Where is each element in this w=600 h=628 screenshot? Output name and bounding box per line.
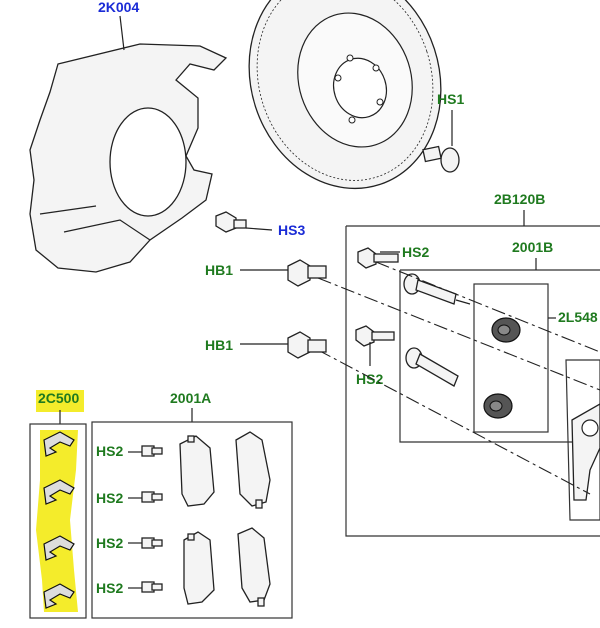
caliper-bolt-lower (355, 325, 395, 347)
label-2001b: 2001B (512, 239, 553, 255)
kit-box-2001b (399, 269, 600, 443)
pad-screw-2 (141, 491, 163, 503)
brake-pad-2 (235, 431, 271, 509)
label-hs2-upper: HS2 (402, 244, 429, 260)
bushing-upper (491, 317, 521, 343)
leader-hs3 (245, 227, 273, 231)
bolt-hb1-lower (287, 331, 327, 359)
leader-2k004 (119, 15, 125, 51)
shield-bolt (215, 211, 247, 233)
disc-retaining-screw (422, 145, 460, 173)
caliper-bolt-upper (357, 247, 399, 269)
pad-screw-3 (141, 537, 163, 549)
label-2k004: 2K004 (98, 0, 139, 15)
label-hb1-lower: HB1 (205, 337, 233, 353)
pad-screw-1 (141, 445, 163, 457)
brake-pad-1 (179, 435, 215, 507)
brake-pad-4 (237, 527, 271, 607)
caliper-bracket (565, 359, 600, 521)
label-2c500-highlight (36, 390, 84, 406)
splash-shield (29, 43, 228, 273)
centerline-upper (317, 277, 600, 391)
bushing-box-2l548 (473, 283, 549, 433)
label-hs2-lower: HS2 (356, 371, 383, 387)
label-2c500-highlight-tail (36, 406, 84, 412)
label-2c500: 2C500 (38, 390, 79, 406)
label-pad-screw-4: HS2 (96, 580, 123, 596)
label-2l548: 2L548 (558, 309, 598, 325)
pad-clip-4 (43, 583, 75, 609)
label-hb1-upper: HB1 (205, 262, 233, 278)
brake-disc (248, 0, 442, 190)
label-pad-screw-1: HS2 (96, 443, 123, 459)
pads-box-2001a (91, 421, 293, 619)
guide-pin-upper (403, 273, 471, 305)
clips-box-2c500 (29, 423, 87, 619)
bushing-lower (483, 393, 513, 419)
label-pad-screw-2: HS2 (96, 490, 123, 506)
pad-screw-4 (141, 581, 163, 593)
kit-box-2b120b (345, 225, 600, 537)
centerline-bolt-upper (375, 261, 600, 353)
brake-pad-3 (183, 531, 215, 605)
clips-highlight (36, 430, 78, 612)
label-2001a: 2001A (170, 390, 211, 406)
pad-clip-3 (43, 535, 75, 561)
pad-clip-2 (43, 479, 75, 505)
pad-clip-1 (43, 431, 75, 457)
label-hs1: HS1 (437, 91, 464, 107)
guide-pin-lower (405, 347, 459, 387)
label-pad-screw-3: HS2 (96, 535, 123, 551)
label-hs3: HS3 (278, 222, 305, 238)
label-2b120b: 2B120B (494, 191, 545, 207)
centerline-lower (317, 349, 591, 495)
bolt-hb1-upper (287, 259, 327, 287)
